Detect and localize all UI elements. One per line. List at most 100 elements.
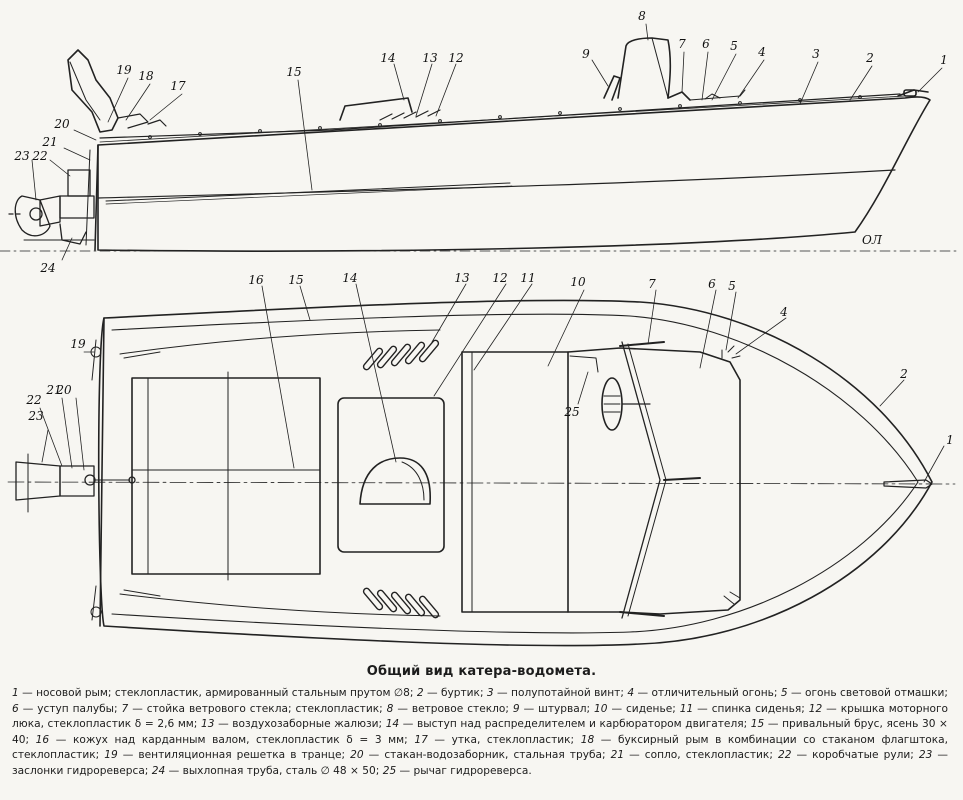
plan-transom <box>99 317 105 627</box>
plan-hull-outline <box>97 299 933 647</box>
legend-item: 11 — спинка сиденья; <box>679 702 805 715</box>
legend-item-text: привальный брус, ясень 30 × 40; <box>12 718 948 746</box>
plan-leaders <box>39 283 945 483</box>
legend-item: 25 — рычаг гидрореверса. <box>382 764 532 777</box>
plan-front-seat <box>461 351 569 613</box>
plan-deck-edge <box>111 313 919 634</box>
side-vent-louvers <box>379 109 441 121</box>
legend-item-text: сопло, стеклопластик; <box>644 749 773 762</box>
legend-item-number: 18 <box>580 733 595 746</box>
legend-item: 5 — огонь световой отмашки; <box>780 687 948 699</box>
side-callout-18: 18 <box>138 69 154 83</box>
side-callout-12: 12 <box>448 51 463 65</box>
legend-item-text: заслонки гидрореверса; <box>12 764 149 777</box>
side-bow-eye <box>897 89 929 97</box>
plan-callout-21: 21 <box>45 383 61 397</box>
side-callout-8: 8 <box>638 9 646 23</box>
side-motor-hump <box>339 97 413 121</box>
side-callout-4: 4 <box>757 45 766 59</box>
legend-item-number: 14 <box>385 718 400 731</box>
legend-item: 17 — утка, стеклопластик; <box>414 733 575 746</box>
side-callout-2: 2 <box>865 51 874 65</box>
plan-callout-7: 7 <box>648 277 656 291</box>
side-callout-13: 13 <box>422 51 438 65</box>
legend-item-text: буксирный рым в комбинации со стаканом ф… <box>12 733 948 762</box>
plan-view <box>7 283 956 647</box>
plan-callout-13: 13 <box>454 271 470 285</box>
legend-item-text: утка, стеклопластик; <box>451 733 575 746</box>
side-chine-line <box>97 169 896 199</box>
legend-item: 20 — стакан-водозаборник, стальная труба… <box>350 749 606 762</box>
legend-item: 22 — коробчатые рули; <box>777 749 914 762</box>
legend-item: 4 — отличительный огонь; <box>627 687 778 699</box>
plan-callout-10: 10 <box>570 275 586 289</box>
side-callout-7: 7 <box>678 37 686 51</box>
legend-item-text: носовой рым; стеклопластик, армированный… <box>36 687 414 699</box>
legend-item-text: рычаг гидрореверса. <box>413 764 532 777</box>
legend-item: 7 — стойка ветрового стекла; стеклопласт… <box>121 702 383 715</box>
legend-item-text: штурвал; <box>538 702 591 715</box>
legend-item-number: 24 <box>151 764 166 777</box>
side-stern-shroud <box>67 49 119 133</box>
plan-callout-19: 19 <box>70 337 86 351</box>
plan-callout-5: 5 <box>728 279 736 293</box>
legend-item-text: коробчатые рули; <box>812 749 914 762</box>
plan-vent-louvers <box>362 339 440 619</box>
legend-item-number: 4 <box>627 687 635 699</box>
legend-item-number: 15 <box>750 718 765 731</box>
plan-callout-20: 20 <box>55 383 72 397</box>
legend-item-text: стакан-водозаборник, стальная труба; <box>384 749 606 762</box>
legend-item: 3 — полупотайной винт; <box>486 687 624 699</box>
legend-item-text: воздухозаборные жалюзи; <box>232 718 383 731</box>
plan-jet-unit <box>15 453 136 513</box>
side-transom <box>94 144 99 251</box>
legend-item: 24 — выхлопная труба, сталь ∅ 48 × 50; <box>151 764 380 777</box>
legend-item-number: 9 <box>512 702 520 715</box>
side-callout-14: 14 <box>380 51 395 65</box>
legend-item-number: 3 <box>486 687 494 699</box>
legend-item-number: 1 <box>12 687 19 699</box>
boat-drawing: ОЛ <box>0 9 961 647</box>
side-windscreen-post <box>667 91 691 101</box>
legend-item-number: 6 <box>12 702 19 715</box>
legend-item-text: полупотайной винт; <box>511 687 624 699</box>
legend-item-text: вентиляционная решетка в транце; <box>138 749 346 762</box>
side-callout-1: 1 <box>940 53 948 67</box>
plan-rub-rail <box>119 329 441 355</box>
waterline-label: ОЛ <box>862 233 883 247</box>
side-leaders <box>31 23 943 261</box>
legend-item-number: 11 <box>679 702 694 715</box>
legend-item-number: 20 <box>350 749 364 762</box>
legend-item: 16 — кожух над карданным валом, стеклопл… <box>35 733 408 746</box>
legend-item: 6 — уступ палубы; <box>12 702 118 715</box>
legend-item-number: 17 <box>414 733 428 746</box>
side-callout-24: 24 <box>39 261 55 275</box>
plan-callout-2: 2 <box>899 367 908 381</box>
legend-item: 8 — ветровое стекло; <box>386 702 509 715</box>
legend-item: 15 — привальный брус, ясень 30 × 40; <box>12 718 948 746</box>
plan-callout-22: 22 <box>25 393 41 407</box>
legend-item-text: стойка ветрового стекла; стеклопластик; <box>146 702 383 715</box>
plan-callout-12: 12 <box>492 271 507 285</box>
plan-motor-hatch <box>337 397 445 553</box>
legend-item-number: 2 <box>416 687 424 699</box>
plan-cockpit-front <box>567 347 741 615</box>
side-deck-line <box>99 93 901 139</box>
plan-callout-23: 23 <box>27 409 44 423</box>
plan-callout-14: 14 <box>342 271 357 285</box>
legend-item-number: 10 <box>594 702 608 715</box>
legend-item: 1 — носовой рым; стеклопластик, армирова… <box>12 687 414 699</box>
side-callout-22: 22 <box>31 149 47 163</box>
side-view: ОЛ <box>0 23 961 261</box>
legend-item-number: 21 <box>610 749 625 762</box>
side-sheer-screws <box>148 95 862 139</box>
legend-item-number: 19 <box>104 749 118 762</box>
legend-item: 23 — заслонки гидрореверса; <box>12 749 948 777</box>
legend-item: 19 — вентиляционная решетка в транце; <box>104 749 346 762</box>
legend-item-number: 12 <box>808 702 823 715</box>
side-windscreen <box>617 37 672 99</box>
side-steering-wheel <box>603 75 621 101</box>
legend-item-text: выхлопная труба, сталь ∅ 48 × 50; <box>182 764 380 777</box>
